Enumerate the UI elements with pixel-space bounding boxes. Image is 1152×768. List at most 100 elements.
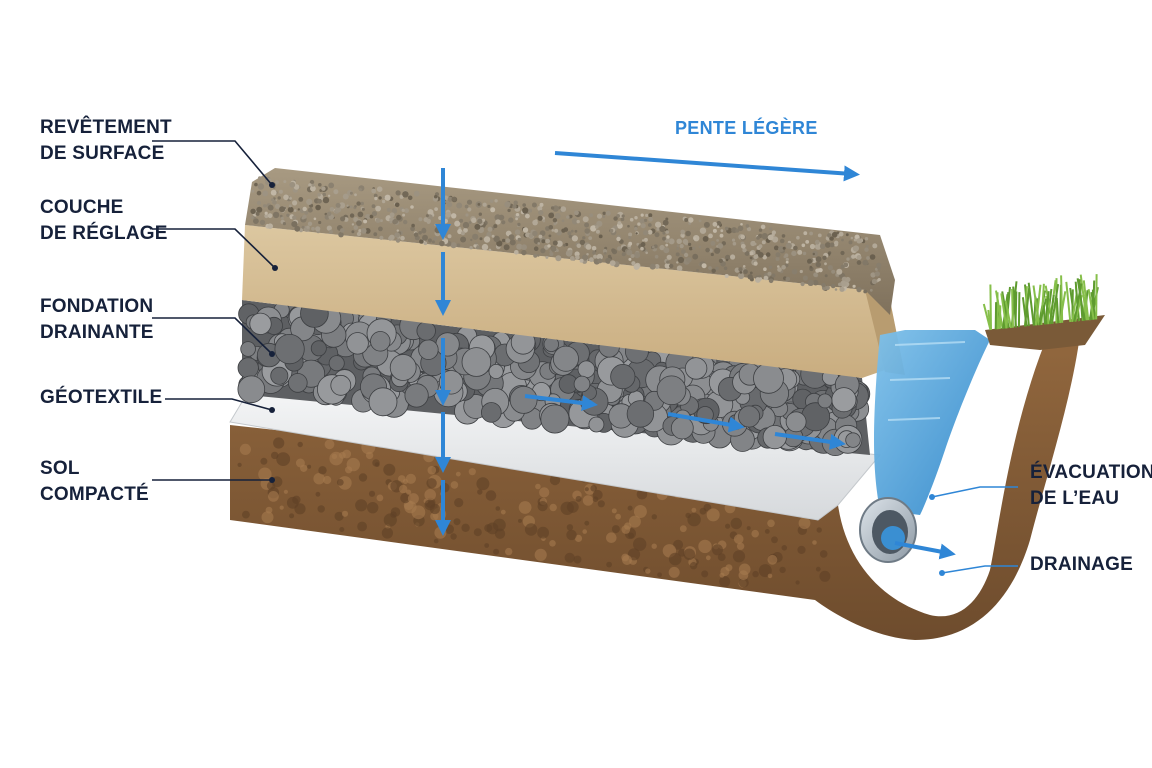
soil-clod [450,533,457,540]
gravel-grain [547,244,551,248]
lateral-arrow-3 [774,432,846,450]
stone [389,354,417,381]
gravel-grain [504,201,511,208]
gravel-grain [501,238,506,243]
soil-clod [407,493,419,505]
soil-clod [566,524,574,531]
gravel-grain [772,236,779,243]
gravel-grain [487,204,491,208]
gravel-grain [778,246,784,252]
soil-clod [495,506,501,511]
gravel-grain [681,234,685,238]
gravel-grain [763,275,769,281]
gravel-grain [399,194,404,199]
gravel-grain [846,257,850,261]
gravel-grain [373,193,378,198]
gravel-grain [593,254,598,259]
soil-clod [505,547,513,556]
gravel-grain [287,206,294,213]
gravel-grain [630,254,635,258]
gravel-grain [411,223,415,228]
gravel-grain [451,196,457,202]
gravel-grain [498,214,505,221]
soil-clod [798,517,811,530]
gravel-grain [711,268,716,273]
gravel-grain [716,239,719,242]
gravel-grain [747,274,753,280]
gravel-grain [274,180,279,185]
gravel-grain [865,244,869,248]
soil-clod [590,485,597,492]
grass-blade [989,284,992,330]
gravel-grain [831,283,836,289]
gravel-grain [809,231,813,236]
gravel-grain [656,227,660,231]
gravel-grain [307,221,313,226]
gravel-grain [688,242,692,246]
soil-clod [566,529,577,541]
gravel-grain [699,227,707,234]
gravel-grain [801,243,806,248]
soil-clod [712,544,723,556]
gravel-grain [574,251,580,257]
gravel-grain [460,231,465,236]
stone [404,383,429,408]
gravel-grain [521,244,527,251]
gravel-grain [317,193,321,197]
gravel-grain [791,268,798,275]
gravel-grain [603,252,607,255]
gravel-grain [349,213,355,218]
slope-arrow [554,151,860,182]
gravel-grain [609,260,616,266]
gravel-grain [617,246,622,251]
gravel-grain [462,221,470,229]
gravel-grain [294,225,301,232]
gravel-grain [684,218,689,222]
gravel-grain [477,218,483,224]
gravel-grain [582,254,589,261]
gravel-grain [814,243,822,250]
gravel-grain [640,242,646,247]
gravel-grain [327,211,332,216]
soil-clod [324,439,335,450]
gravel-grain [495,219,501,225]
soil-clod [537,526,549,539]
soil-clod [493,548,500,555]
soil-clod [797,545,806,555]
gravel-grain [467,207,472,212]
gravel-grain [528,233,534,238]
gravel-grain [459,218,464,223]
gravel-grain [595,225,599,229]
grass-tuft [982,274,1105,350]
gravel-grain [517,222,521,227]
gravel-grain [613,216,618,221]
gravel-grain [359,188,362,192]
gravel-grain [620,217,625,222]
soil-clod [454,498,464,508]
gravel-grain [755,277,761,283]
gravel-grain [537,215,543,221]
gravel-grain [802,275,809,281]
gravel-grain [633,263,640,270]
soil-clod [746,526,751,531]
soil-clod [283,489,288,494]
soil-clod [535,483,541,490]
gravel-grain [478,212,482,216]
gravel-grain [445,200,448,204]
gravel-grain [652,245,655,249]
gravel-grain [428,238,432,242]
gravel-grain [648,216,653,222]
gravel-grain [391,208,398,214]
gravel-grain [371,188,377,194]
soil-clod [313,473,325,485]
drain-pipe-icon [859,497,917,563]
gravel-grain [616,236,621,242]
gravel-grain [637,222,641,226]
stone [237,375,266,404]
gravel-grain [354,205,357,208]
gravel-grain [425,214,429,218]
soil-clod [260,457,268,465]
gravel-grain [621,252,626,257]
gravel-grain [401,208,405,212]
gravel-grain [744,251,750,256]
